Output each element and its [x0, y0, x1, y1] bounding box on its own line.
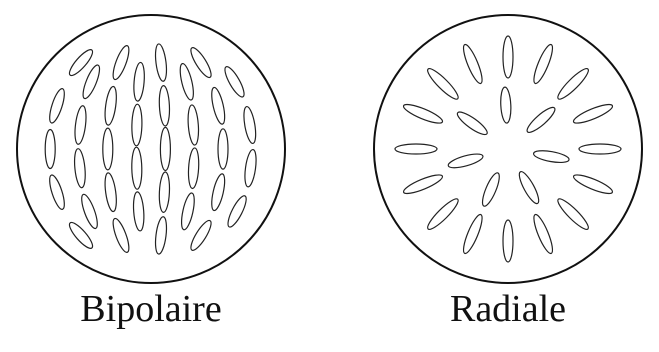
radial-molecule	[425, 66, 462, 103]
bipolar-molecule	[79, 193, 101, 230]
bipolar-molecule	[133, 62, 146, 101]
bipolar-molecule	[179, 192, 197, 231]
radial-molecule	[402, 172, 445, 197]
radial-molecule	[479, 171, 502, 208]
bipolar-molecule	[158, 172, 170, 213]
bipolar-molecule	[243, 149, 258, 188]
bipolar-molecule	[47, 87, 68, 124]
radial-molecule	[460, 213, 485, 256]
bipolar-molecule	[218, 129, 228, 169]
bipolar-droplet	[17, 15, 285, 283]
bipolar-molecule	[103, 128, 113, 170]
radial-molecule	[555, 66, 592, 103]
bipolar-molecule	[242, 106, 258, 145]
bipolar-molecule	[103, 172, 118, 212]
radial-molecule	[531, 43, 556, 86]
bipolar-molecule	[187, 105, 200, 146]
bipolar-molecule	[73, 105, 88, 145]
radial-droplet	[374, 15, 642, 283]
radial-molecule	[425, 196, 462, 233]
bipolar-molecule	[222, 64, 248, 99]
bipolar-molecule	[66, 47, 95, 79]
radial-molecule-group	[395, 36, 621, 262]
bipolar-molecule	[154, 216, 169, 255]
bipolar-molecule	[131, 147, 142, 189]
radial-molecule	[500, 87, 512, 123]
bipolar-molecule	[131, 104, 142, 146]
bipolar-molecule	[110, 217, 132, 254]
radial-molecule	[516, 169, 542, 205]
bipolar-molecule	[160, 127, 170, 170]
bipolar-molecule	[47, 174, 68, 211]
radial-caption: Radiale	[450, 290, 566, 328]
radial-molecule	[447, 151, 484, 170]
radial-molecule	[579, 144, 621, 154]
bipolar-molecule	[66, 220, 95, 252]
radial-molecule	[395, 144, 437, 154]
radial-molecule	[460, 43, 485, 86]
bipolar-caption: Bipolaire	[80, 290, 221, 328]
bipolar-molecule	[187, 148, 199, 189]
bipolar-molecule	[103, 86, 118, 126]
bipolar-droplet-boundary	[17, 15, 285, 283]
bipolar-molecule	[45, 130, 55, 169]
bipolar-molecule	[188, 218, 215, 253]
bipolar-molecule	[80, 63, 103, 100]
bipolar-molecule-group	[45, 43, 258, 254]
radial-molecule	[503, 36, 513, 78]
radial-molecule	[531, 213, 556, 256]
bipolar-molecule	[154, 43, 169, 82]
radial-droplet-boundary	[374, 15, 642, 283]
radial-molecule	[503, 220, 513, 262]
bipolar-molecule	[225, 194, 250, 230]
bipolar-molecule	[110, 44, 132, 81]
bipolar-molecule	[178, 62, 197, 101]
bipolar-molecule	[188, 45, 215, 80]
bipolar-molecule	[73, 148, 87, 188]
bipolar-molecule	[158, 85, 170, 126]
bipolar-molecule	[209, 173, 227, 212]
radial-molecule	[533, 149, 570, 165]
radial-molecule	[555, 196, 592, 233]
bipolar-molecule	[209, 86, 227, 125]
radial-molecule	[455, 109, 490, 138]
radial-molecule	[572, 101, 615, 126]
radial-molecule	[402, 101, 445, 126]
radial-molecule	[572, 172, 615, 197]
bipolar-molecule	[132, 191, 145, 231]
radial-molecule	[524, 104, 558, 135]
